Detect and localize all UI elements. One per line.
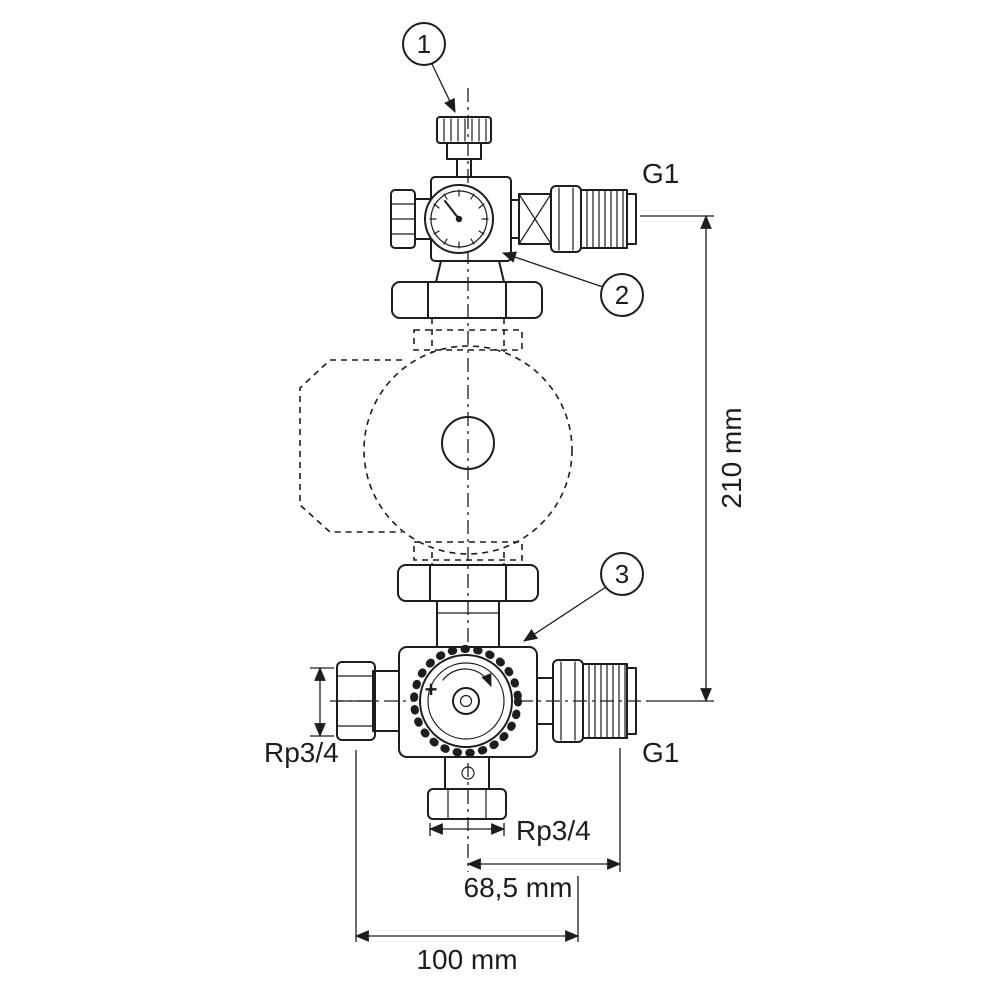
pump-motor-housing	[299, 359, 402, 533]
callout-1-circle	[402, 22, 446, 66]
port-label-g1-top: G1	[642, 158, 679, 189]
bottom-port	[427, 756, 507, 820]
callout-1: 1	[402, 22, 456, 114]
pump-hub-circle	[441, 416, 495, 470]
callouts: 1 2 3	[402, 22, 644, 642]
callout-2: 2	[501, 251, 644, 317]
port-label-rp34-bottom: Rp3/4	[516, 815, 591, 846]
port-label-g1-bottom: G1	[642, 737, 679, 768]
mixing-valve-assembly: +	[330, 564, 648, 820]
gauge-needle	[444, 200, 460, 220]
control-knob: +	[410, 645, 522, 757]
top-valve-assembly	[390, 116, 637, 319]
rotation-arrow-icon	[442, 668, 492, 687]
pump-outline	[299, 318, 573, 565]
pressure-gauge	[424, 184, 494, 254]
callout-2-label: 2	[615, 280, 629, 310]
callout-3: 3	[523, 552, 644, 642]
dimension-100-label: 100 mm	[416, 944, 517, 975]
callout-3-circle	[600, 552, 644, 596]
callout-3-label: 3	[615, 559, 629, 589]
callout-2-circle	[600, 273, 644, 317]
union-nut-top-right	[550, 185, 582, 253]
port-label-rp34-left: Rp3/4	[264, 737, 339, 768]
male-thread-top-right	[580, 189, 628, 249]
dimensions: 210 mm G1 Rp3/4 G1 Rp3/4 68,5 mm 100 mm	[264, 158, 747, 975]
knurled-cap	[436, 116, 492, 178]
callout-1-label: 1	[417, 29, 431, 59]
dimension-68-5-label: 68,5 mm	[464, 872, 573, 903]
hex-union-nut-top	[391, 281, 543, 319]
check-valve-and-union	[510, 185, 637, 253]
pump-body-circle	[363, 345, 573, 555]
knob-plus-marker: +	[425, 677, 438, 702]
dimension-height-label: 210 mm	[716, 407, 747, 508]
